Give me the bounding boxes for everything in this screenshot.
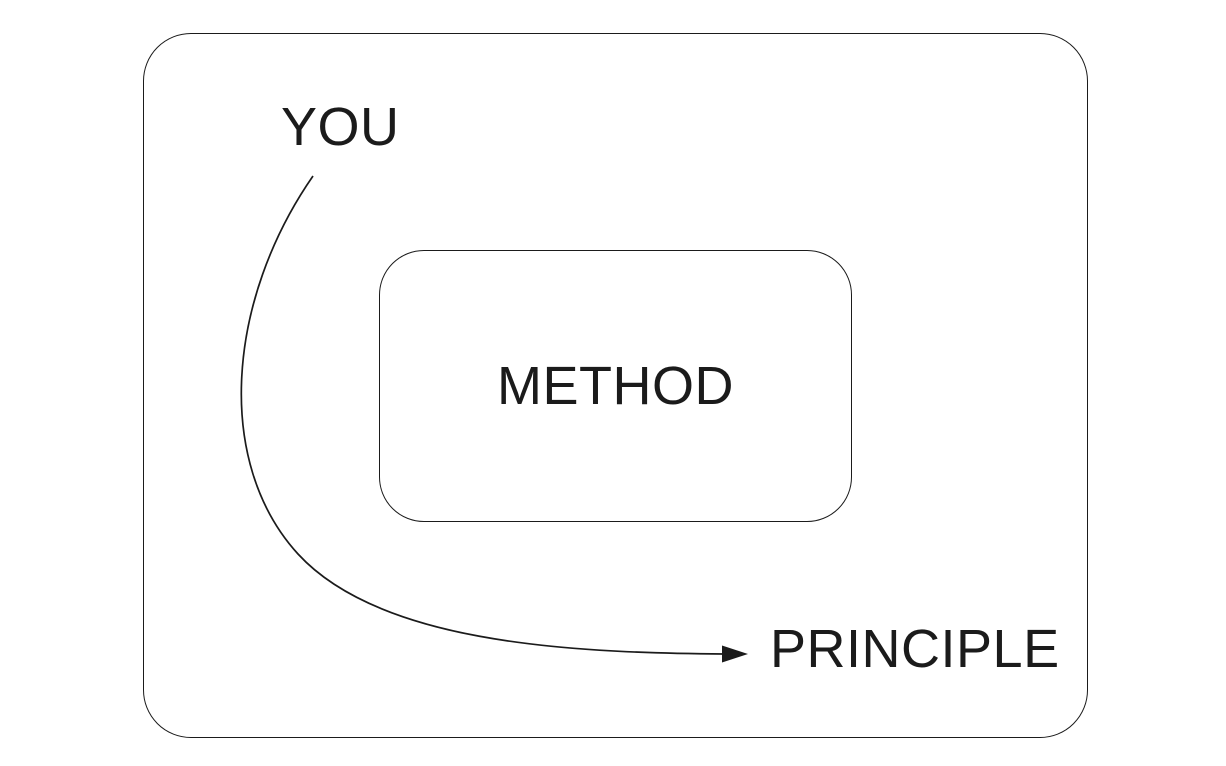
outer-boundary-box bbox=[143, 33, 1088, 738]
method-label: METHOD bbox=[497, 356, 734, 416]
method-node: METHOD bbox=[379, 250, 852, 522]
principle-label: PRINCIPLE bbox=[770, 619, 1060, 679]
you-label: YOU bbox=[281, 97, 400, 157]
